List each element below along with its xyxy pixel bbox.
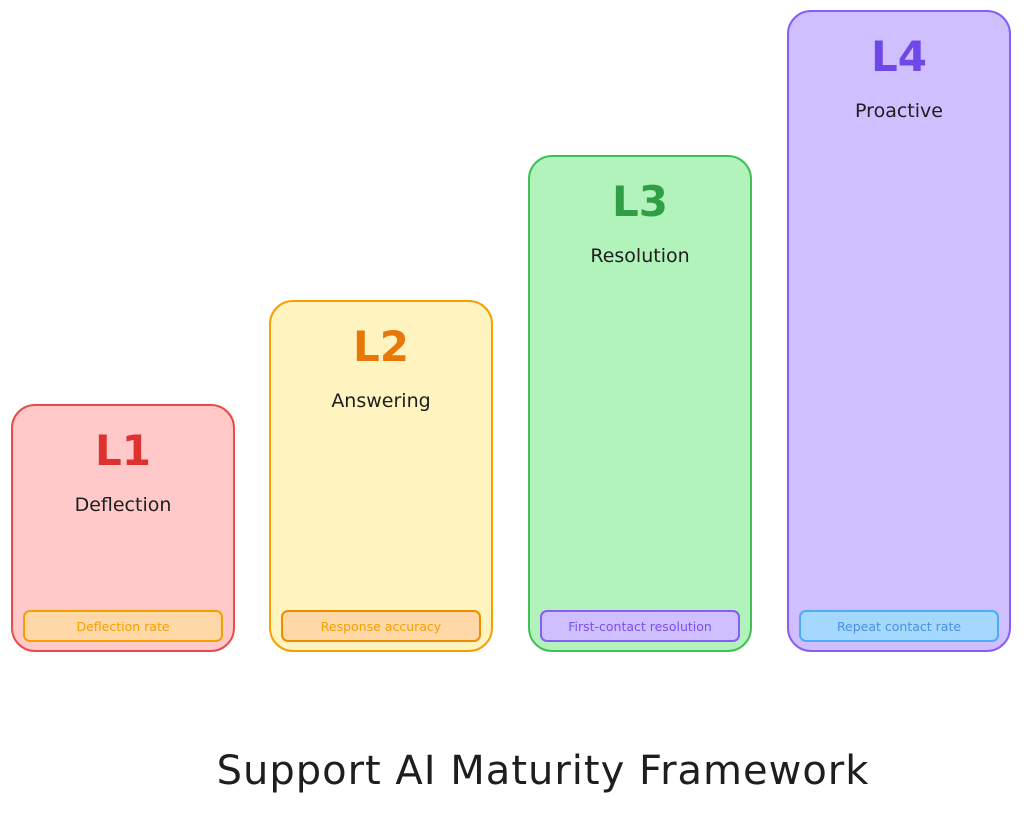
metric-badge: Deflection rate xyxy=(23,610,223,642)
level-card-l3: L3 Resolution First-contact resolution xyxy=(528,155,752,652)
level-name: Answering xyxy=(331,390,431,412)
metric-badge: Repeat contact rate xyxy=(799,610,999,642)
level-label: L3 xyxy=(612,177,668,226)
level-card-l1: L1 Deflection Deflection rate xyxy=(11,404,235,652)
level-card-l4: L4 Proactive Repeat contact rate xyxy=(787,10,1011,652)
level-name: Resolution xyxy=(590,245,690,267)
level-name: Deflection xyxy=(74,494,172,516)
level-label: L4 xyxy=(871,32,927,81)
level-card-l2: L2 Answering Response accuracy xyxy=(269,300,493,652)
metric-badge: First-contact resolution xyxy=(540,610,740,642)
level-label: L1 xyxy=(95,426,151,475)
level-name: Proactive xyxy=(855,100,943,122)
metric-badge: Response accuracy xyxy=(281,610,481,642)
diagram-title: Support AI Maturity Framework xyxy=(216,748,870,794)
level-label: L2 xyxy=(353,322,409,371)
